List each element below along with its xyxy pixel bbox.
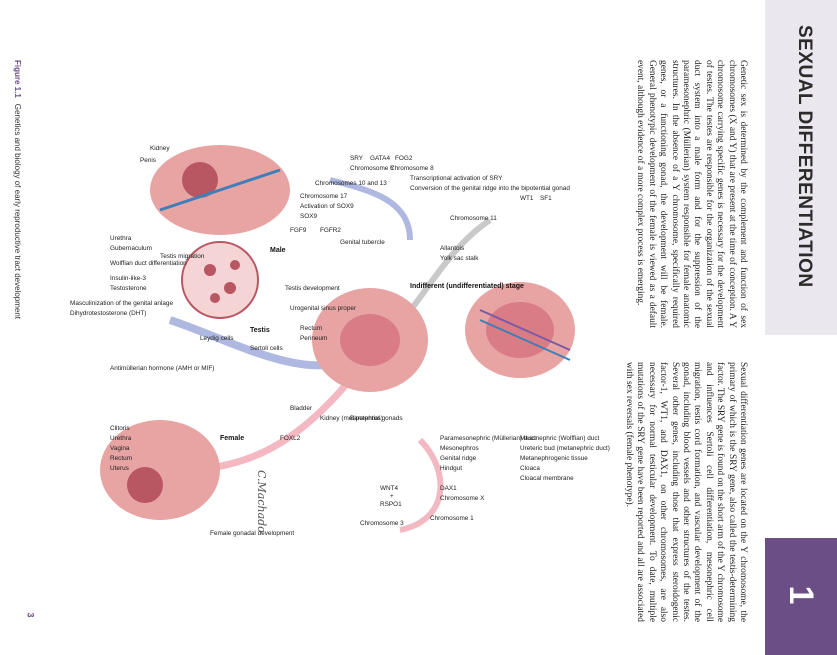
stage-title: Indifferent (undifferentiated) stage [410, 283, 524, 290]
label-vagina: Vagina [110, 445, 130, 452]
tubule-icon [230, 260, 240, 270]
label-dht: Dihydrotestosterone (DHT) [70, 310, 146, 317]
body-text-paragraph-2: Sexual differentiation genes are located… [623, 362, 748, 622]
label-chromosomes-10-13: Chromosomes 10 and 13 [315, 180, 387, 187]
label-wt1: WT1 [520, 195, 534, 202]
chapter-number: 1 [782, 585, 821, 605]
label-masculinization: Masculinization of the genital anlage [70, 300, 173, 307]
label-urogenital-sinus: Urogenital sinus proper [290, 305, 357, 312]
label-uterus: Uterus [110, 465, 129, 472]
label-paramesonephric: Paramesonephric (Müllerian) duct [440, 435, 536, 442]
testis-section [181, 241, 259, 319]
artist-signature: C.Machado [255, 470, 268, 533]
female-label: Female [220, 435, 244, 442]
label-penis: Penis [140, 157, 156, 164]
duct-line [479, 309, 571, 351]
label-sox9: SOX9 [300, 213, 317, 220]
female-gonadal-development-label: Female gonadal development [210, 530, 294, 537]
ureter-line [159, 168, 281, 212]
label-chromosome-3: Chromosome 3 [360, 520, 404, 527]
female-embryo [100, 420, 220, 520]
label-wolffian-differentiation: Wolffian duct differentiation [110, 260, 187, 267]
label-genital-ridge: Genital ridge [440, 455, 477, 462]
label-bladder: Bladder [290, 405, 313, 412]
label-allantois: Allantois [440, 245, 464, 252]
testis-development-label: Testis development [285, 285, 340, 292]
label-sf1: SF1 [540, 195, 552, 202]
label-testis-migration: Testis migration [160, 253, 205, 260]
label-dax1: DAX1 [440, 485, 457, 492]
female-gene-arrow [399, 437, 444, 533]
label-clitoris: Clitoris [110, 425, 130, 432]
label-sry: SRY [350, 155, 364, 162]
center-embryo-inner [340, 314, 400, 366]
label-chromosome-x: Chromosome X [440, 495, 485, 502]
label-chromosome-11: Chromosome 11 [450, 215, 497, 222]
indifferent-embryo-inner [486, 302, 554, 358]
male-label: Male [270, 247, 286, 254]
label-rectum-female: Rectum [110, 455, 132, 462]
chapter-band-light [765, 0, 837, 335]
kidney-icon [182, 162, 218, 198]
male-gene-arrow [329, 177, 413, 241]
label-mesonephros: Mesonephros [440, 445, 479, 452]
figure-caption-text: Genetics and biology of early reproducti… [13, 103, 22, 320]
label-cloaca: Cloaca [520, 465, 540, 472]
label-insulin-like-3: Insulin-like-3 [110, 275, 146, 282]
label-fgfr2: FGFR2 [320, 227, 341, 234]
label-foxl2: FOXL2 [280, 435, 301, 442]
label-fgf9: FGF9 [290, 227, 307, 234]
label-transcriptional-activation: Transcriptional activation of SRY [410, 175, 503, 182]
tubule-icon [224, 282, 236, 294]
label-conversion-genital-ridge: Conversion of the genital ridge into the… [410, 185, 570, 192]
figure-label: Figure 1.1 [13, 60, 22, 98]
label-urethra-female: Urethra [110, 435, 132, 442]
label-cloacal-membrane: Cloacal membrane [520, 475, 574, 482]
tubule-icon [210, 293, 220, 303]
label-testosterone: Testosterone [110, 285, 147, 292]
label-ureteric-bud: Ureteric bud (metanephric duct) [520, 445, 610, 452]
label-genital-tubercle: Genital tubercle [340, 239, 385, 246]
label-gubernaculum: Gubernaculum [110, 245, 152, 252]
label-urethra-male: Urethra [110, 235, 132, 242]
label-hindgut: Hindgut [440, 465, 462, 472]
label-rectum-male: Rectum [300, 325, 322, 332]
page-number: 3 [25, 612, 36, 618]
label-chromosome-17: Chromosome 17 [300, 193, 348, 200]
label-rspo1: RSPO1 [380, 501, 402, 508]
chapter-band-dark [765, 538, 837, 655]
label-perineum: Perineum [300, 335, 327, 342]
label-activation-sox9: Activation of SOX9 [300, 203, 354, 210]
testis-label: Testis [250, 327, 270, 334]
chapter-title: SEXUAL DIFFERENTIATION [794, 25, 815, 288]
label-gata4: GATA4 [370, 155, 390, 162]
label-chromosome-1: Chromosome 1 [430, 515, 474, 522]
label-leydig-cells: Leydig cells [200, 335, 233, 342]
label-fog2: FOG2 [395, 155, 413, 162]
figure-illustration: Indifferent (undifferentiated) stage Mal… [70, 145, 610, 537]
label-wolffian: Mesonephric (Wolffian) duct [520, 435, 600, 442]
kidney-icon [127, 467, 163, 503]
label-wnt4: WNT4 [380, 485, 399, 492]
label-chromosome-8: Chromosome 8 [390, 165, 434, 172]
label-bipotential-gonads: Bipotential gonads [350, 415, 403, 422]
label-yolk-sac-stalk: Yolk sac stalk [440, 255, 479, 262]
duct-line [479, 319, 571, 361]
label-amh: Antimüllerian hormone (AMH or MIF) [110, 365, 214, 372]
figure-caption: Figure 1.1Genetics and biology of early … [13, 60, 22, 360]
label-sertoli-cells: Sertoli cells [250, 345, 283, 352]
label-kidney-metanephros: Kidney (metanephros) [320, 415, 383, 422]
body-text-paragraph-1: Genetic sex is determined by the complem… [635, 60, 748, 328]
label-metanephrogenic: Metanephrogenic tissue [520, 455, 588, 462]
label-chromosome-y: Chromosome Y [350, 165, 395, 172]
label-plus: + [390, 493, 394, 500]
label-kidney: Kidney [150, 145, 170, 152]
tubule-icon [204, 264, 216, 276]
